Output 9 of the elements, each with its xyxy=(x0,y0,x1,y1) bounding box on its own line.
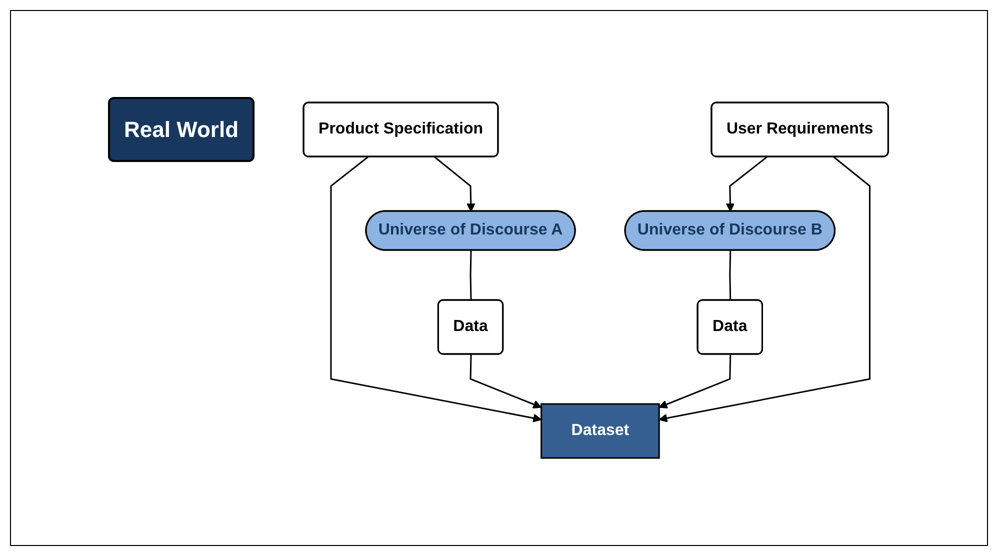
arrow xyxy=(330,156,542,422)
arrow xyxy=(434,156,476,212)
arrow xyxy=(659,156,871,422)
node-box: Dataset xyxy=(540,403,660,459)
arrow xyxy=(659,354,732,408)
arrow xyxy=(470,354,542,408)
connector xyxy=(730,250,732,300)
arrow xyxy=(726,156,768,212)
connector xyxy=(470,250,472,300)
